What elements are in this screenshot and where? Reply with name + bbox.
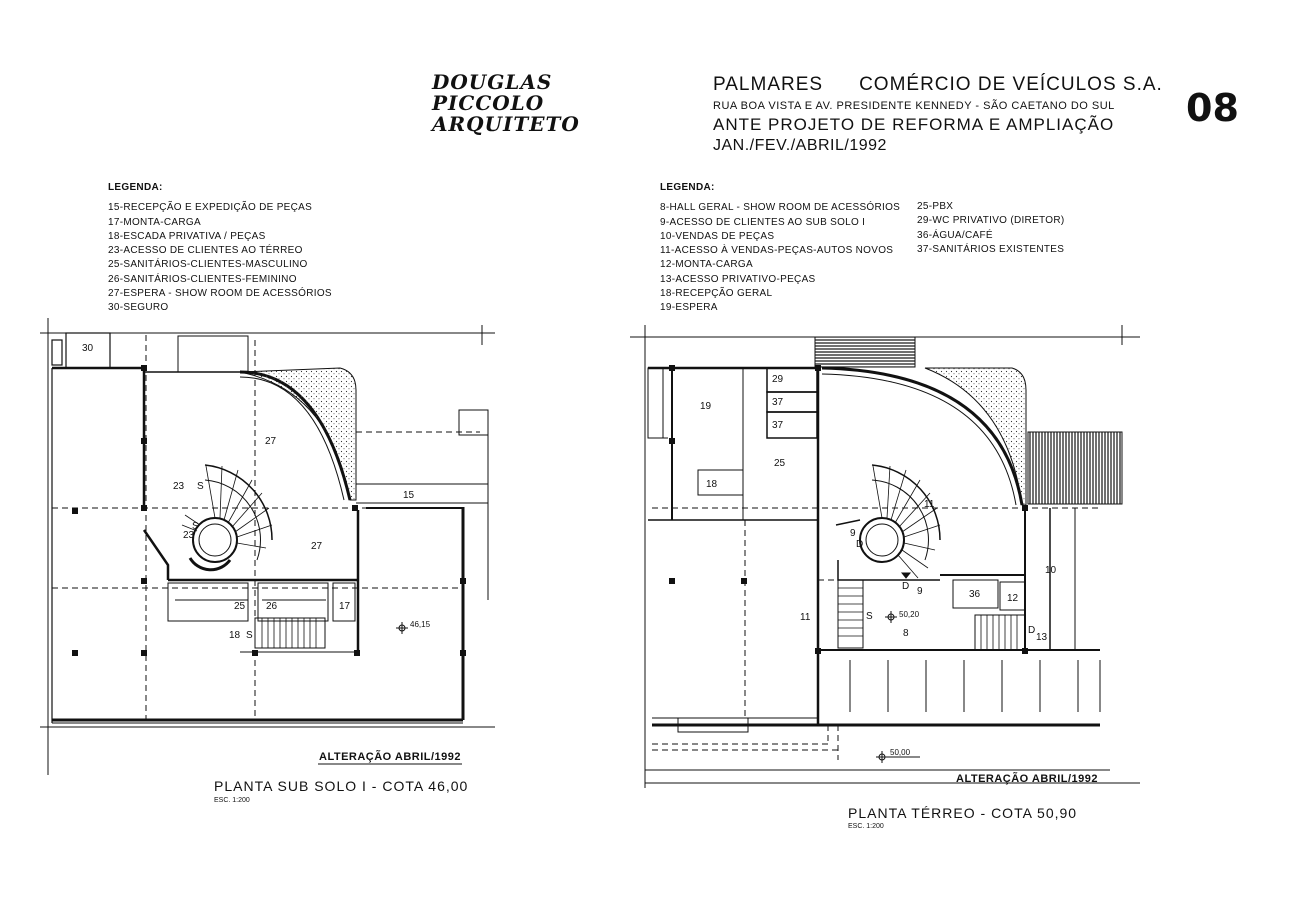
room-label: 30 (82, 343, 94, 354)
room-label: 10 (1045, 565, 1057, 576)
room-label: 37 (772, 397, 784, 408)
stair-direction: S (866, 611, 873, 622)
legend-item: 37-SANITÁRIOS EXISTENTES (917, 243, 1065, 255)
room-label: 37 (772, 420, 784, 431)
company-name: COMÉRCIO DE VEÍCULOS S.A. (859, 74, 1163, 95)
room-label: 23 (183, 530, 195, 541)
level-mark: 50,00 (890, 748, 911, 757)
room-label: 11 (924, 499, 935, 510)
level-mark: 50,20 (899, 610, 920, 619)
legend-item: 18-ESCADA PRIVATIVA / PEÇAS (108, 230, 266, 242)
plan-right (630, 325, 1140, 788)
room-label: 8 (903, 628, 909, 639)
room-label: 19 (700, 401, 712, 412)
legend-item: 23-ACESSO DE CLIENTES AO TÉRREO (108, 245, 303, 257)
room-label: 26 (266, 601, 278, 612)
room-label: 25 (774, 458, 786, 469)
legend-item: 11-ACESSO À VENDAS-PEÇAS-AUTOS NOVOS (660, 245, 894, 257)
room-label: 18 (229, 630, 241, 641)
room-label: 11 (800, 612, 811, 623)
stair-direction: D (856, 539, 863, 550)
architect-logo: DOUGLAS PICCOLO ARQUITETO (432, 72, 580, 135)
legend-item: 8-HALL GERAL - SHOW ROOM DE ACESSÓRIOS (660, 202, 901, 214)
legend-item: 17-MONTA-CARGA (108, 216, 201, 228)
stair-direction: D (902, 581, 909, 592)
plan-title-right: PLANTA TÉRREO - COTA 50,90 (848, 805, 1078, 821)
logo-line-2: PICCOLO (432, 91, 545, 115)
client-name-line: PALMARES COMÉRCIO DE VEÍCULOS S.A. (713, 74, 1163, 96)
project-dates: JAN./FEV./ABRIL/1992 (713, 137, 887, 154)
legend-item: 25-SANITÁRIOS-CLIENTES-MASCULINO (108, 259, 308, 271)
room-label: 25 (234, 601, 246, 612)
legend-item: 15-RECEPÇÃO E EXPEDIÇÃO DE PEÇAS (108, 202, 313, 214)
plan-title-left: PLANTA SUB SOLO I - COTA 46,00 (214, 778, 469, 794)
stair-direction: S (192, 521, 199, 532)
legend-item: 36-ÁGUA/CAFÉ (917, 229, 993, 241)
legend-item: 19-ESPERA (660, 302, 718, 314)
legend-item: 30-SEGURO (108, 302, 169, 314)
stair-direction: S (246, 630, 253, 641)
plan-scale-right: ESC. 1:200 (848, 823, 884, 830)
legend-item: 12-MONTA-CARGA (660, 259, 753, 271)
room-label: 27 (311, 541, 323, 552)
logo-line-1: DOUGLAS (432, 70, 553, 94)
plan-scale-left: ESC. 1:200 (214, 797, 250, 804)
room-label: 9 (917, 586, 923, 597)
room-label: 23 (173, 481, 185, 492)
room-label: 9 (850, 528, 856, 539)
legend-item: 29-WC PRIVATIVO (DIRETOR) (917, 215, 1065, 227)
level-mark: 46,15 (410, 620, 431, 629)
plan-left-labels: 30 27 23 S S 23 27 15 25 26 17 18 S 46,1… (82, 343, 431, 641)
stair-direction: S (197, 481, 204, 492)
room-label: 36 (969, 589, 981, 600)
room-label: 13 (1036, 632, 1048, 643)
plan-left (40, 318, 495, 775)
legend-item: 27-ESPERA - SHOW ROOM DE ACESSÓRIOS (108, 288, 332, 300)
alteration-note-left: ALTERAÇÃO ABRIL/1992 (319, 751, 462, 763)
client-name: PALMARES (713, 74, 824, 95)
legend-item: 18-RECEPÇÃO GERAL (660, 288, 773, 300)
room-label: 17 (339, 601, 351, 612)
room-label: 18 (706, 479, 718, 490)
sheet-number: 08 (1186, 86, 1239, 130)
legend-item: 13-ACESSO PRIVATIVO-PEÇAS (660, 273, 816, 285)
legend-item: 25-PBX (917, 201, 954, 212)
legend-item: 26-SANITÁRIOS-CLIENTES-FEMININO (108, 273, 297, 285)
room-label: 27 (265, 436, 277, 447)
alteration-note-right: ALTERAÇÃO ABRIL/1992 (956, 773, 1099, 785)
legend-right-col2: 25-PBX 29-WC PRIVATIVO (DIRETOR) 36-ÁGUA… (917, 200, 1065, 257)
plan-right-labels: 29 37 37 19 25 18 11 9 D D 9 10 36 12 D … (700, 374, 1057, 757)
legend-right: LEGENDA: 8-HALL GERAL - SHOW ROOM DE ACE… (660, 181, 900, 316)
room-label: 12 (1007, 593, 1019, 604)
legend-item: 10-VENDAS DE PEÇAS (660, 230, 775, 242)
legend-title: LEGENDA: (660, 182, 715, 193)
stair-direction: D (1028, 625, 1035, 636)
legend-left: LEGENDA: 15-RECEPÇÃO E EXPEDIÇÃO DE PEÇA… (108, 181, 332, 316)
address: RUA BOA VISTA E AV. PRESIDENTE KENNEDY -… (713, 100, 1115, 112)
logo-line-3: ARQUITETO (432, 112, 580, 136)
legend-item: 9-ACESSO DE CLIENTES AO SUB SOLO I (660, 216, 866, 228)
legend-title: LEGENDA: (108, 182, 163, 193)
room-label: 29 (772, 374, 784, 385)
project-title: ANTE PROJETO DE REFORMA E AMPLIAÇÃO (713, 115, 1115, 134)
room-label: 15 (403, 490, 415, 501)
